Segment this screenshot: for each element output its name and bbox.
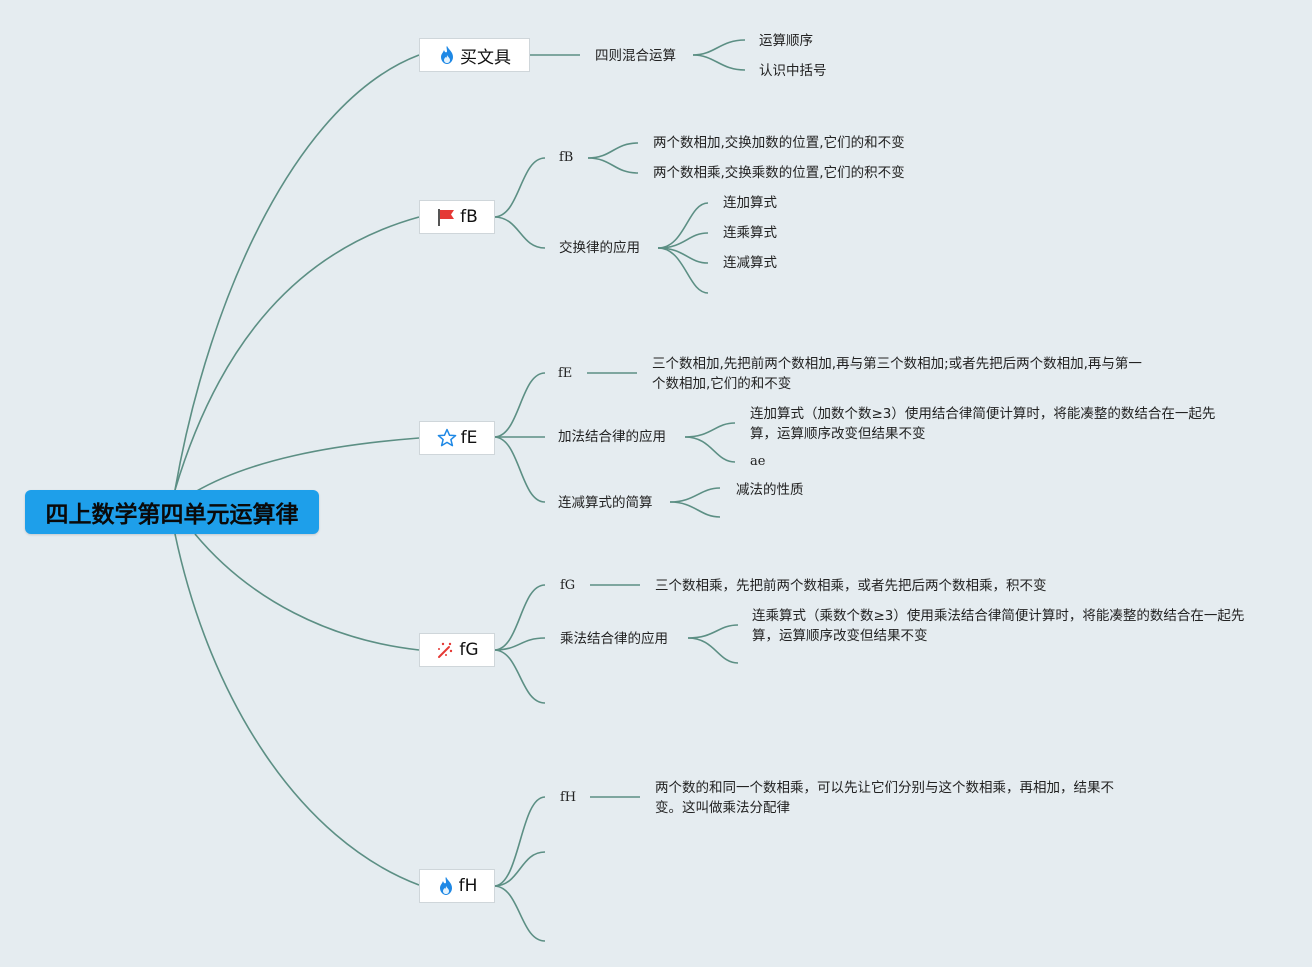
- note-5-1[interactable]: 两个数的和同一个数相乘，可以先让它们分别与这个数相乘，再相加，结果不变。这叫做乘…: [655, 780, 1114, 816]
- connector-line-28: [687, 624, 739, 639]
- magic-wand-icon: [435, 640, 455, 660]
- leaf-2-2-1[interactable]: 连加算式: [723, 195, 777, 211]
- branch-topic-5-label: fH: [458, 876, 478, 896]
- leaf-2-2-3[interactable]: 连减算式: [723, 255, 777, 271]
- connector-line-22: [669, 487, 721, 503]
- leaf-4-2-1[interactable]: 连乘算式（乘数个数≥3）使用乘法结合律简便计算时，将能凑整的数结合在一起先算，运…: [752, 608, 1245, 644]
- leaf-3-3-1[interactable]: 减法的性质: [736, 482, 804, 498]
- subtopic-4-1[interactable]: fG: [560, 578, 576, 593]
- edge-root-b3: [194, 437, 420, 493]
- note-3-1[interactable]: 三个数相加,先把前两个数相加,再与第三个数相加;或者先把后两个数相加,再与第一个…: [652, 356, 1142, 392]
- connector-line-30: [493, 796, 546, 887]
- leaf-3-2-1[interactable]: 连加算式（加数个数≥3）使用结合律简便计算时，将能凑整的数结合在一起先算，运算顺…: [750, 406, 1216, 442]
- subtopic-3-3[interactable]: 连减算式的简算: [558, 495, 653, 511]
- connector-line-12: [657, 202, 709, 249]
- edge-root-b1: [174, 54, 420, 491]
- leaf-1-1-2[interactable]: 认识中括号: [759, 63, 827, 79]
- root-topic[interactable]: 四上数学第四单元运算律: [25, 490, 319, 534]
- connector-line-11: [587, 157, 639, 174]
- leaf-2-1-1[interactable]: 两个数相加,交换加数的位置,它们的和不变: [653, 135, 905, 151]
- connector-line-9: [493, 216, 546, 249]
- subtopic-4-2[interactable]: 乘法结合律的应用: [560, 631, 668, 647]
- connector-line-31: [493, 851, 546, 887]
- leaf-2-2-2[interactable]: 连乘算式: [723, 225, 777, 241]
- connector-line-7: [692, 54, 746, 71]
- edge-root-b2: [174, 216, 420, 491]
- branch-topic-5[interactable]: fH: [419, 869, 495, 903]
- connector-line-10: [587, 142, 639, 159]
- root-topic-label: 四上数学第四单元运算律: [45, 502, 299, 528]
- edge-root-b5: [174, 533, 420, 886]
- leaf-1-1-1[interactable]: 运算顺序: [759, 33, 813, 49]
- connector-line-24: [493, 584, 546, 651]
- connector-line-32: [493, 885, 546, 942]
- branch-topic-3[interactable]: fE: [419, 421, 495, 455]
- connector-line-20: [684, 422, 736, 438]
- subtopic-2-1[interactable]: fB: [559, 150, 574, 165]
- subtopic-3-1[interactable]: fE: [558, 366, 573, 381]
- branch-topic-1-label: 买文具: [460, 47, 511, 68]
- subtopic-2-2[interactable]: 交换律的应用: [559, 240, 640, 256]
- flame-icon: [437, 876, 455, 896]
- branch-topic-3-label: fE: [460, 428, 478, 448]
- connector-line-26: [493, 649, 546, 704]
- branch-topic-2[interactable]: fB: [419, 200, 495, 234]
- connector-line-29: [687, 637, 739, 664]
- flag-icon: [436, 207, 456, 227]
- leaf-2-1-2[interactable]: 两个数相乘,交换乘数的位置,它们的积不变: [653, 165, 905, 181]
- flame-icon: [438, 45, 456, 65]
- connector-line-14: [657, 247, 709, 264]
- subtopic-1-1[interactable]: 四则混合运算: [595, 48, 676, 64]
- note-4-1[interactable]: 三个数相乘，先把前两个数相乘，或者先把后两个数相乘，积不变: [655, 578, 1047, 594]
- subtopic-5-1[interactable]: fH: [560, 790, 577, 805]
- subtopic-3-2[interactable]: 加法结合律的应用: [558, 429, 666, 445]
- branch-topic-2-label: fB: [460, 207, 478, 227]
- leaf-3-2-2[interactable]: ae: [750, 454, 766, 469]
- star-icon: [437, 428, 457, 448]
- connector-line-23: [669, 501, 721, 518]
- edge-root-b4: [194, 533, 420, 651]
- branch-topic-4-label: fG: [459, 640, 479, 660]
- connector-line-16: [493, 372, 546, 438]
- branch-topic-4[interactable]: fG: [419, 633, 495, 667]
- connector-line-13: [657, 232, 709, 249]
- connector-line-8: [493, 157, 546, 218]
- connector-line-25: [493, 637, 546, 651]
- connector-line-18: [493, 436, 546, 503]
- connector-line-6: [692, 39, 746, 56]
- branch-topic-1[interactable]: 买文具: [419, 38, 530, 72]
- connector-line-15: [657, 247, 709, 294]
- connector-line-21: [684, 436, 736, 463]
